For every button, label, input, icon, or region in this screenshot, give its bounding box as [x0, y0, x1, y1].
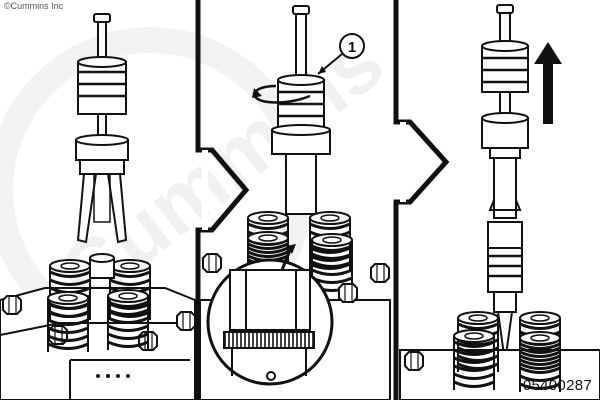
panel-2-sleeve-rotated: 1: [199, 5, 391, 400]
step-arrow-2: [393, 0, 450, 400]
pull-direction-arrow-icon: [534, 42, 562, 124]
panel-3-injector-removed: [399, 4, 600, 400]
step-arrow-1: [195, 0, 250, 400]
callout-number: 1: [348, 39, 356, 56]
figure-id: 05400287: [522, 377, 592, 394]
panel-1-puller-attached: [0, 13, 196, 400]
rotation-arrow-icon: [253, 84, 311, 104]
callout-marker: [339, 33, 365, 59]
copyright-label: ©Cummins Inc: [4, 1, 64, 11]
